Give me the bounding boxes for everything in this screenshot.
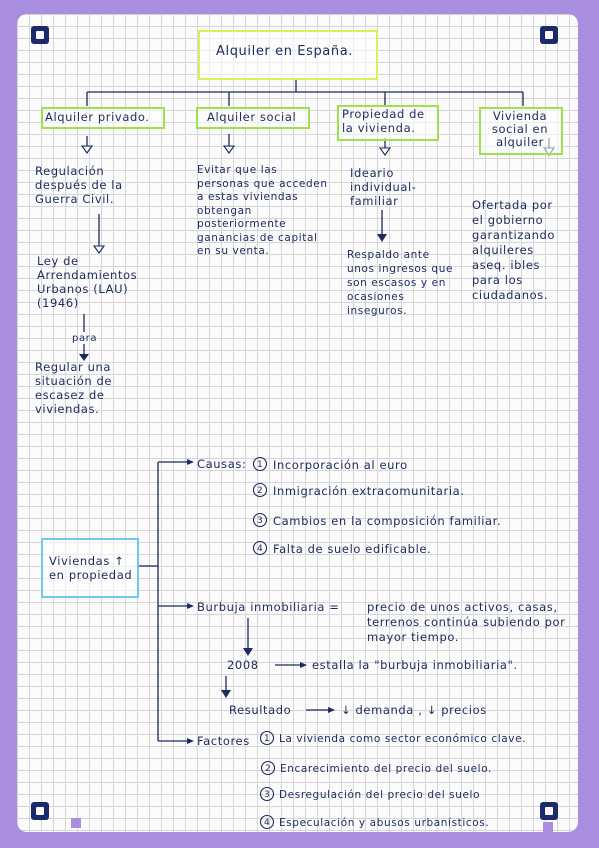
category-box-vivienda-social bbox=[479, 107, 563, 155]
causas-num-4: 4 bbox=[257, 544, 264, 554]
factores-item-2: Encarecimiento del precio del suelo. bbox=[280, 763, 492, 775]
category-box-alquiler-privado bbox=[41, 107, 165, 129]
decor-square bbox=[543, 822, 553, 832]
category-box-propiedad bbox=[337, 105, 439, 141]
vsocial-text-ofertada: Ofertada por el gobierno garantizando al… bbox=[472, 198, 556, 302]
category-label-propiedad: Propiedad de la vivienda. bbox=[342, 107, 425, 135]
grid-paper: Alquiler en España. Alquiler privado. Al… bbox=[17, 14, 578, 832]
causas-num-2: 2 bbox=[257, 486, 264, 496]
factores-num-3: 3 bbox=[264, 790, 271, 800]
central-box bbox=[41, 538, 139, 598]
privado-text-para: para bbox=[72, 333, 98, 344]
decor-square bbox=[71, 818, 81, 828]
corner-bracket-icon bbox=[540, 26, 558, 44]
factores-num-2: 2 bbox=[265, 764, 272, 774]
factores-item-3: Desregulación del precio del suelo bbox=[279, 789, 481, 801]
corner-bracket-icon bbox=[31, 802, 49, 820]
privado-text-regulacion: Regulación después de la Guerra Civil. bbox=[35, 164, 123, 206]
propiedad-text-respaldo: Respaldo ante unos ingresos que son esca… bbox=[347, 249, 454, 317]
category-box-alquiler-social bbox=[196, 107, 310, 129]
burbuja-label: Burbuja inmobiliaria = bbox=[197, 600, 340, 614]
corner-bracket-icon bbox=[540, 802, 558, 820]
category-label-alquiler-privado: Alquiler privado. bbox=[45, 110, 150, 124]
causas-item-1: Incorporación al euro bbox=[273, 458, 408, 472]
corner-bracket-icon bbox=[31, 26, 49, 44]
causas-item-4: Falta de suelo edificable. bbox=[273, 542, 432, 556]
privado-text-ley: Ley de Arrendamientos Urbanos (LAU) (194… bbox=[37, 254, 138, 310]
connector-lines bbox=[79, 80, 556, 830]
factores-item-1: La vivienda como sector económico clave. bbox=[279, 733, 527, 745]
burbuja-definition: precio de unos activos, casas, terrenos … bbox=[367, 600, 566, 644]
category-label-vivienda-social: Vivienda social en alquiler bbox=[491, 109, 549, 149]
title-box bbox=[198, 30, 378, 80]
burbuja-demanda: ↓ demanda , ↓ precios bbox=[341, 703, 487, 717]
factores-label: Factores bbox=[197, 734, 250, 748]
causas-item-2: Inmigración extracomunitaria. bbox=[273, 484, 465, 498]
central-label: Viviendas ↑ en propiedad bbox=[49, 554, 133, 582]
causas-label: Causas: bbox=[197, 457, 247, 471]
social-text-evitar: Evitar que las personas que acceden a es… bbox=[197, 164, 328, 257]
causas-num-3: 3 bbox=[257, 516, 264, 526]
burbuja-resultado: Resultado bbox=[229, 703, 292, 717]
factores-num-1: 1 bbox=[264, 734, 271, 744]
category-label-alquiler-social: Alquiler social bbox=[207, 110, 297, 124]
propiedad-text-ideario: Ideario individual-familiar bbox=[350, 166, 417, 208]
factores-num-4: 4 bbox=[264, 818, 271, 828]
privado-text-regular: Regular una situación de escasez de vivi… bbox=[35, 360, 113, 416]
burbuja-estalla: estalla la "burbuja inmobiliaria". bbox=[312, 658, 518, 672]
causas-item-3: Cambios en la composición familiar. bbox=[273, 514, 502, 528]
factores-item-4: Especulación y abusos urbanísticos. bbox=[279, 817, 490, 829]
burbuja-year: 2008 bbox=[227, 658, 259, 672]
page-title: Alquiler en España. bbox=[216, 44, 354, 59]
causas-num-1: 1 bbox=[257, 460, 264, 470]
